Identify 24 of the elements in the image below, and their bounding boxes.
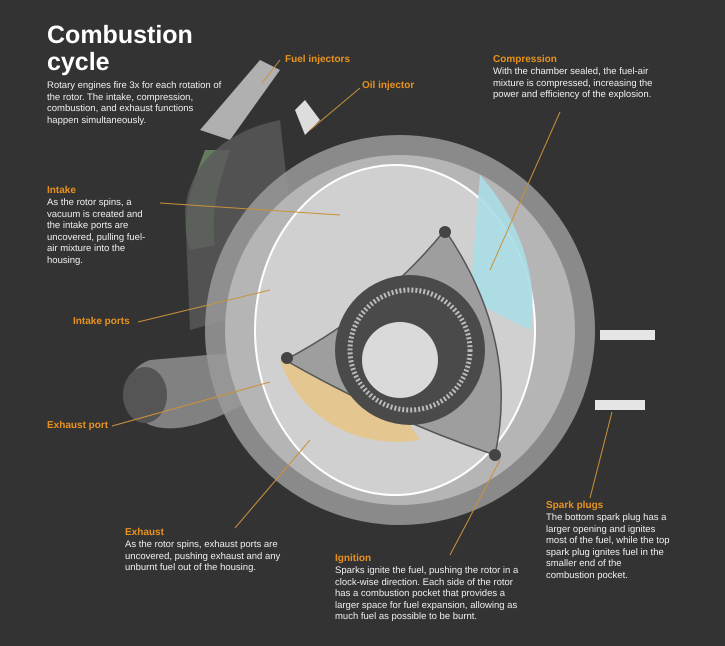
callout-description: With the chamber sealed, the fuel-air mixture is compressed, increasing the power and efficiency of the explosion. [493,66,654,100]
callout-description: The bottom spark plug has a larger opening and ignites most of the fuel, while the top spark plug ignites fuel in the smaller end of the combustion pocket. [546,512,671,581]
callout-label: Intake ports [73,316,163,328]
callout-heading: Ignition [335,553,372,565]
leader-line [112,382,270,426]
callout-description: Sparks ignite the fuel, pushing the rotor in a clock-wise direction. Each side of the rotor has a combustion pocket that provides a larger space for fuel expansion, allowing as much fuel as possible to be burnt. [335,565,520,622]
callout-label: Oil injector [362,80,462,92]
callout-heading: Compression [493,54,558,66]
callout-label: Fuel injectors [285,54,405,66]
callout-label: Exhaust port [47,420,137,432]
leader-line [138,290,270,322]
callout-heading: Spark plugs [546,500,604,512]
leader-line [490,112,560,270]
leader-line [590,412,612,498]
callout-heading: Intake [47,185,77,197]
leader-line [450,460,500,556]
callout-description: As the rotor spins, a vacuum is created and the intake ports are uncovered, pulling fuel-air mixture into the housing. [47,197,146,266]
intro-paragraph: Rotary engines fire 3x for each rotation of the rotor. The intake, compression, combustion, and exhaust functions happen simultaneously. [47,80,222,126]
leader-line [310,88,360,130]
leader-line [234,440,310,528]
title: Combustion cycle [47,22,194,76]
callout-heading: Exhaust [125,527,165,539]
leader-line [160,202,340,216]
callout-description: As the rotor spins, exhaust ports are uncovered, pushing exhaust and any unburnt fuel out of the housing. [125,539,282,574]
